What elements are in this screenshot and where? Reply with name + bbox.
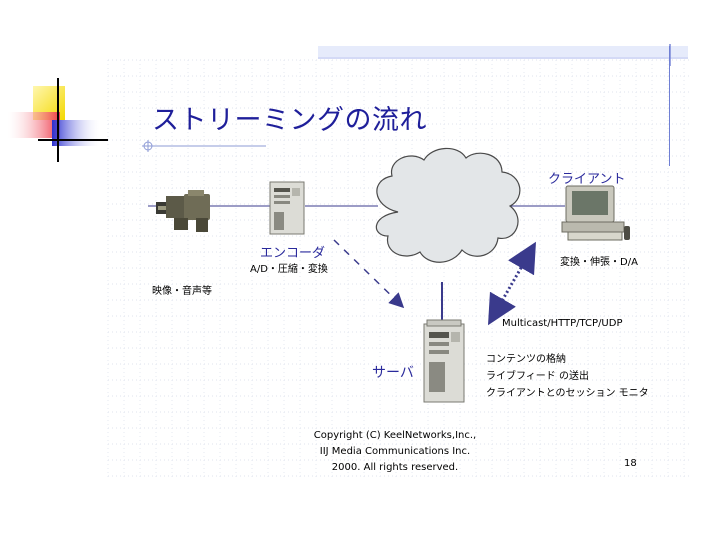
video-camera-icon <box>156 190 210 232</box>
client-label: クライアント <box>548 172 626 187</box>
right-accent-line <box>669 46 670 166</box>
encoder-sublabel: A/D・圧縮・変換 <box>250 264 328 275</box>
encoder-label: エンコーダ <box>260 246 326 261</box>
server-label: サーバ <box>372 365 414 381</box>
camera-label: 映像・音声等 <box>152 286 212 297</box>
protocol-label: Multicast/HTTP/TCP/UDP <box>502 318 623 329</box>
streaming-server-icon <box>423 319 465 403</box>
slide-title: ストリーミングの流れ <box>152 105 427 136</box>
copyright-line-1: Copyright (C) KeelNetworks,Inc., <box>313 430 477 441</box>
client-sublabel: 変換・伸張・D/A <box>560 257 638 268</box>
encoder-server-icon <box>269 181 305 235</box>
server-role-livefeed: ライブフィード の送出 <box>486 371 589 382</box>
decorative-squares <box>8 78 108 162</box>
server-client-arrow <box>488 241 536 326</box>
client-pc-icon <box>561 185 630 241</box>
copyright-line-3: 2000. All rights reserved. <box>331 462 459 473</box>
encoder-server-arrow <box>333 239 405 309</box>
page-number: 18 <box>624 458 637 469</box>
copyright-line-2: IIJ Media Communications Inc. <box>319 446 471 457</box>
server-role-storage: コンテンツの格納 <box>486 354 566 365</box>
server-role-session-monitor: クライアントとのセッション モニタ <box>486 388 649 399</box>
header-accent-bar <box>318 44 688 66</box>
title-underline <box>142 140 266 152</box>
copyright-notice: Copyright (C) KeelNetworks,Inc., IIJ Med… <box>290 428 500 476</box>
internet-cloud <box>375 147 521 263</box>
